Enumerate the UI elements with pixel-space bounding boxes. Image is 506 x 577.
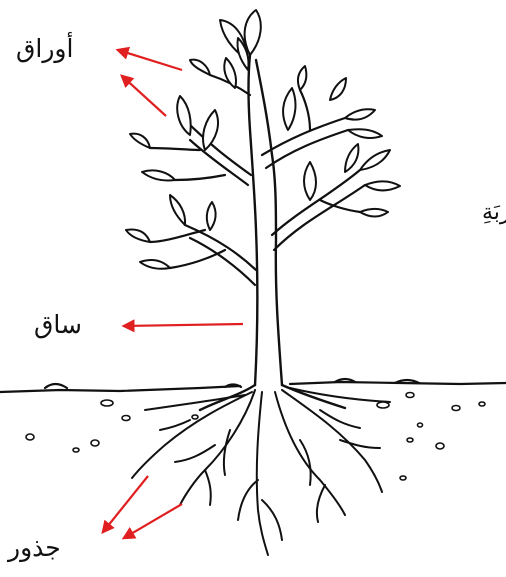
roots-arrow-upper <box>101 475 149 535</box>
roots-label: جذور <box>8 533 61 562</box>
leaves <box>125 9 401 270</box>
stem-label: ساق <box>34 310 82 339</box>
soil-pebbles <box>25 391 486 481</box>
leaves-arrow-lower <box>120 74 167 117</box>
soil-label: تربَةِ <box>482 200 506 225</box>
pointer-arrows <box>101 46 244 540</box>
branches <box>148 73 367 287</box>
ground <box>0 377 506 394</box>
roots-arrow-lower <box>121 503 183 540</box>
leaves-label: أوراق <box>16 34 74 63</box>
stem-arrow <box>121 319 244 333</box>
leaves-arrow-upper <box>115 46 183 72</box>
stem <box>198 53 347 412</box>
roots <box>131 387 391 556</box>
